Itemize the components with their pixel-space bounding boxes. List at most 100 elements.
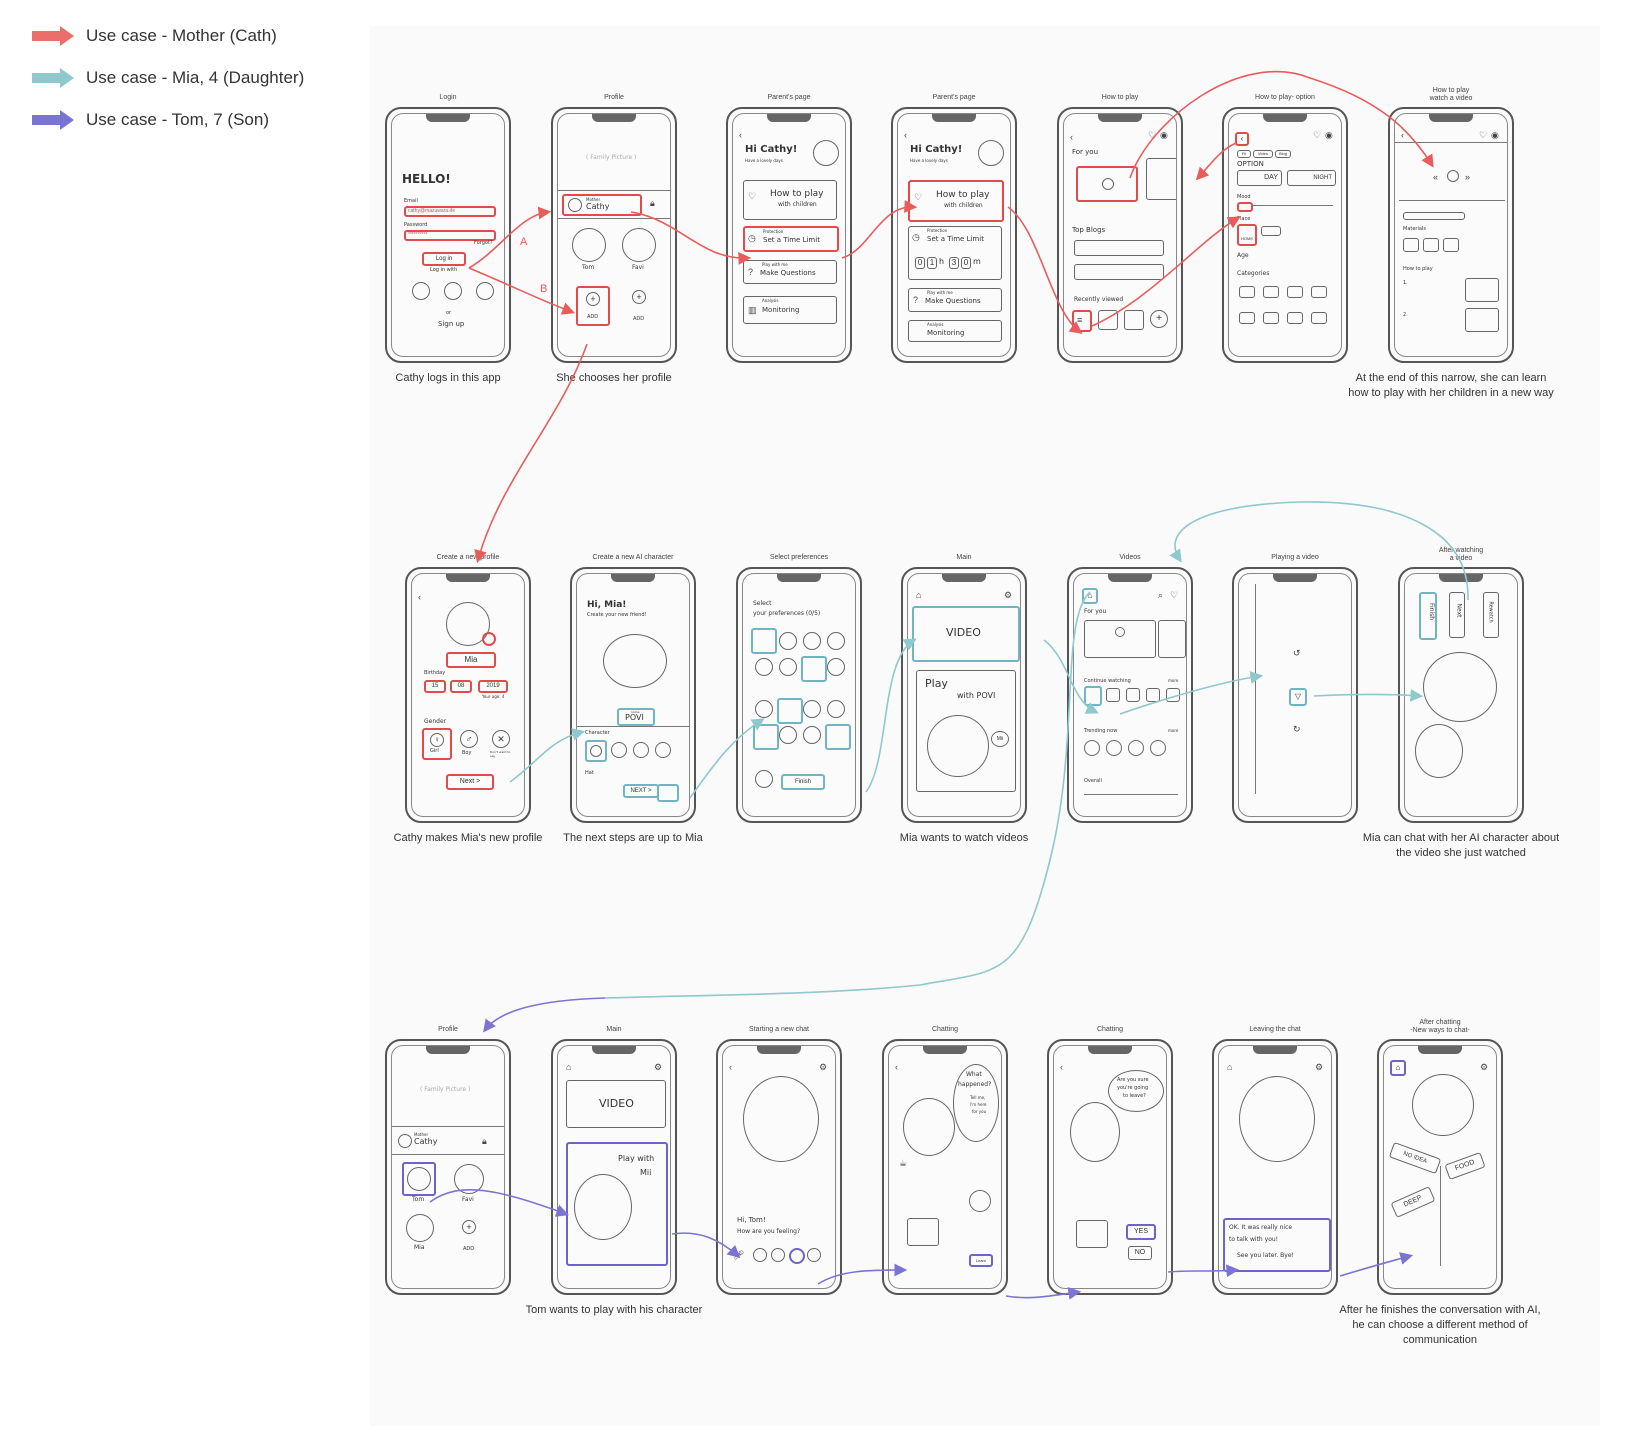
card-how-to-play[interactable]: How to play with children ♡ [908,180,1004,222]
back-icon[interactable]: ‹ [1070,132,1073,142]
blog-card[interactable] [1074,240,1164,256]
preference-option[interactable] [827,700,845,718]
next-button[interactable]: Next > [446,774,494,790]
edit-photo-icon[interactable] [482,632,496,646]
preference-option[interactable] [827,658,845,676]
home-button[interactable]: ⌂ [1082,588,1098,604]
avatar-mia[interactable] [406,1214,434,1242]
microphone-icon[interactable]: 🎤︎ [733,1250,745,1260]
filter-tag[interactable]: Video [1253,150,1273,158]
settings-icon[interactable]: ⚙ [1480,1062,1489,1072]
card-how-to-play[interactable]: How to play with children ♡ [743,180,837,220]
preference-option-selected[interactable] [753,724,779,750]
time-hour-digit[interactable]: 1 [927,257,937,269]
video-card[interactable] [1146,158,1176,200]
character-name-field[interactable]: name POVI [617,708,655,726]
birthday-year[interactable]: 2019 [478,680,508,693]
preference-option-selected[interactable] [751,628,777,654]
character-option[interactable] [633,742,649,758]
play-with-character-card[interactable]: Play with POVI Mii [916,670,1016,792]
back-icon[interactable]: ‹ [895,1062,898,1072]
preference-option[interactable] [827,632,845,650]
search-icon[interactable]: ⌕ [1158,590,1164,600]
back-icon[interactable]: ‹ [729,1062,732,1072]
male-icon[interactable]: ♂ [460,730,478,748]
login-button[interactable]: Log in [422,252,466,266]
home-button[interactable]: ⌂ [1390,1060,1406,1076]
close-icon[interactable]: ✕ [492,730,510,748]
video-progress[interactable] [1399,200,1505,201]
trending-item[interactable] [1150,740,1166,756]
mood-slider[interactable] [1253,205,1333,206]
preference-option[interactable] [779,726,797,744]
video-card[interactable] [1158,620,1186,658]
video-progress[interactable] [1255,584,1256,794]
profile-cathy[interactable]: Mother Cathy [562,194,642,216]
next-button[interactable]: NEXT > [623,784,659,798]
category-item[interactable] [1239,312,1255,324]
avatar[interactable] [978,140,1004,166]
mood-option-selected[interactable] [1237,202,1253,212]
heart-icon[interactable]: ♡ [1148,130,1157,140]
rewatch-button[interactable]: Rewatch [1483,592,1499,638]
back-icon[interactable]: ‹ [1401,130,1404,140]
settings-icon[interactable]: ⚙ [819,1062,828,1072]
name-field[interactable]: Mia [446,652,496,668]
preference-option[interactable] [779,658,797,676]
continue-item-selected[interactable] [1084,686,1102,706]
category-item[interactable] [1311,286,1327,298]
preference-option[interactable] [803,726,821,744]
preference-option[interactable] [755,658,773,676]
card-make-questions[interactable]: Play with me Make Questions ? [908,288,1002,312]
card-monitoring[interactable]: Analysis Monitoring [908,320,1002,342]
settings-icon[interactable]: ⚙ [1004,590,1013,600]
preference-option[interactable] [755,700,773,718]
emotion-option[interactable] [771,1248,785,1262]
plus-icon[interactable]: + [632,290,646,304]
heart-icon[interactable]: ♡ [1313,130,1322,140]
blog-card[interactable] [1074,264,1164,280]
more-link[interactable]: more [1168,728,1179,733]
recent-item[interactable] [1098,310,1118,330]
heart-icon[interactable]: ♡ [1479,130,1488,140]
filter-tag[interactable]: Fil [1237,150,1251,158]
video-card[interactable]: VIDEO [912,606,1020,662]
heart-icon[interactable]: ♡ [1170,590,1179,600]
add-profile-button[interactable]: + ADD [576,286,610,326]
rewind-icon[interactable]: « [1433,172,1439,182]
finish-button[interactable]: Finish [1419,592,1437,640]
preference-option[interactable] [779,632,797,650]
plus-icon[interactable]: + [462,1220,476,1234]
category-item[interactable] [1263,312,1279,324]
time-hour-digit[interactable]: 0 [915,257,925,269]
play-pause-button[interactable]: ▽ [1289,688,1307,706]
trending-item[interactable] [1128,740,1144,756]
emotion-option-selected[interactable] [789,1248,805,1264]
profile-photo[interactable] [446,602,490,646]
card-make-questions[interactable]: Play with me Make Questions ? [743,260,837,284]
trending-item[interactable] [1084,740,1100,756]
back-button[interactable]: ‹ [1235,132,1249,146]
social-login-1[interactable] [412,282,430,300]
category-item[interactable] [1287,312,1303,324]
chat-mode-deep[interactable]: DEEP [1390,1186,1436,1218]
preference-option[interactable] [803,700,821,718]
forward-icon[interactable]: ↻ [1293,724,1301,734]
settings-icon[interactable]: ⚙ [1315,1062,1324,1072]
recent-item-menu[interactable]: ≡ [1072,310,1092,332]
avatar-tom[interactable] [572,228,606,262]
play-icon[interactable] [1447,170,1459,182]
home-icon[interactable]: ⌂ [916,590,922,600]
email-field[interactable]: cathy@mazuwara.de [404,206,496,217]
home-icon[interactable]: ⌂ [1227,1062,1233,1072]
place-home-option[interactable]: HOME [1237,224,1257,246]
microphone-button[interactable] [969,1190,991,1212]
place-option[interactable] [1261,226,1281,236]
preference-option[interactable] [755,770,773,788]
category-item[interactable] [1239,286,1255,298]
forward-icon[interactable]: » [1465,172,1471,182]
recent-item[interactable] [1124,310,1144,330]
finish-button[interactable]: Finish [781,774,825,790]
character-option[interactable] [611,742,627,758]
birthday-month[interactable]: 08 [450,680,472,693]
